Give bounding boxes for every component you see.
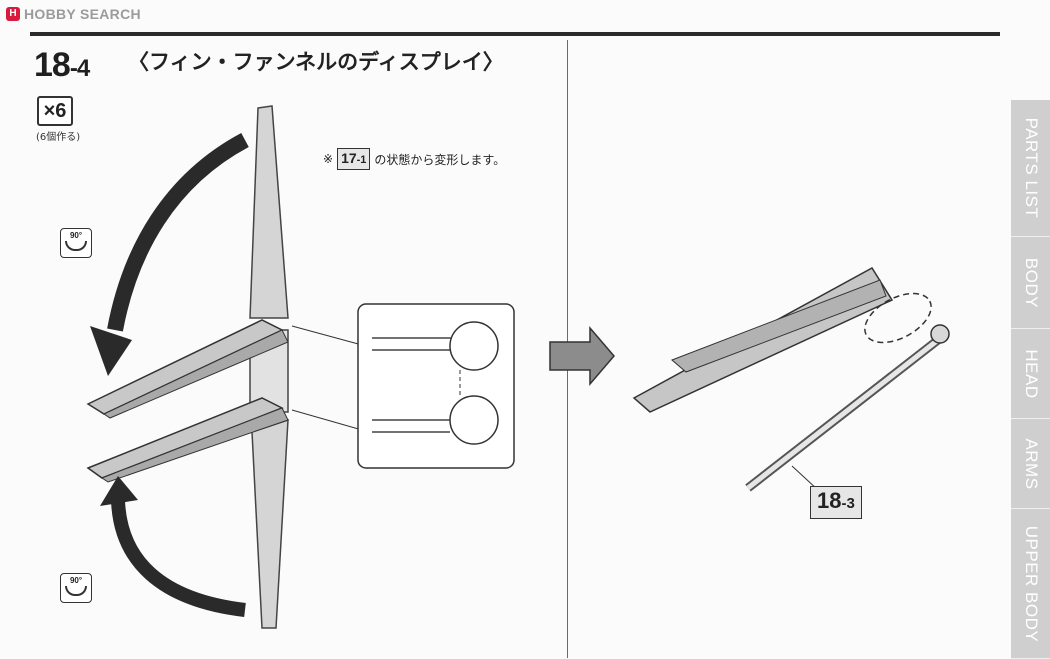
note-mark: ※ [323, 152, 334, 166]
rotate-down-arrow-icon [107, 132, 249, 332]
rotate-down-arrowhead-icon [90, 326, 132, 376]
rotate-90-icon: 90° [60, 573, 92, 603]
hobby-search-logo: H HOBBY SEARCH [6, 5, 141, 23]
tab-body[interactable]: BODY [1011, 237, 1050, 329]
tab-arms[interactable]: ARMS [1011, 419, 1050, 509]
tab-upper-body[interactable]: UPPER BODY [1011, 509, 1050, 659]
step-ref-box: 17-1 [337, 148, 371, 170]
upper-blade-part [86, 319, 289, 419]
tab-head[interactable]: HEAD [1011, 329, 1050, 419]
quantity-badge: ×6 [37, 96, 73, 126]
step-ref-callout: 18-3 [810, 486, 862, 519]
display-stand-rod [745, 324, 950, 492]
vertical-fin-part [249, 105, 289, 629]
transform-note: ※ 17-1 の状態から変形します。 [323, 148, 505, 170]
rotate-up-arrow-icon [111, 499, 246, 617]
note-text: の状態から変形します。 [374, 152, 506, 167]
logo-text: HOBBY SEARCH [24, 6, 141, 22]
mount-socket-guide [864, 292, 932, 344]
rotate-90-icon: 90° [60, 228, 92, 258]
step-title: 〈フィン・ファンネルのディスプレイ〉 [128, 50, 504, 74]
lower-blade-part [86, 397, 289, 483]
step-number: 18-4 [34, 46, 90, 84]
quantity-note: (6個作る) [36, 132, 81, 143]
assembled-fin-funnel [632, 267, 894, 413]
process-arrow-icon [549, 325, 615, 387]
tab-parts-list[interactable]: PARTS LIST [1011, 100, 1050, 237]
rotate-up-arrowhead-icon [100, 476, 138, 506]
logo-mark-icon: H [6, 7, 20, 21]
top-rule [30, 32, 1000, 36]
